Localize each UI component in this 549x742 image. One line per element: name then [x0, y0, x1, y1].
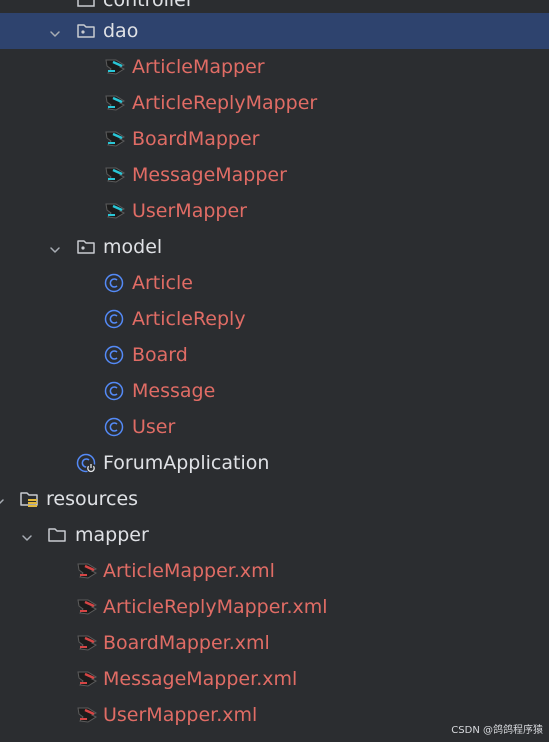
tree-label: mapper [75, 524, 149, 546]
mybatis-xml-icon [76, 561, 98, 581]
tree-row-model[interactable]: model [0, 229, 549, 265]
mybatis-xml-icon [76, 705, 98, 725]
tree-label: UserMapper.xml [103, 704, 258, 726]
mybatis-mapper-icon [104, 129, 126, 149]
folder-icon [47, 525, 67, 545]
tree-label: ArticleMapper [132, 56, 265, 78]
package-folder-icon [76, 237, 96, 257]
tree-label: Article [132, 272, 193, 294]
tree-label: dao [103, 20, 139, 42]
tree-row-Article[interactable]: Article [0, 265, 549, 301]
mybatis-mapper-icon [104, 57, 126, 77]
package-folder-icon [76, 0, 96, 10]
tree-row-ArticleReplyMapper[interactable]: ArticleReplyMapper [0, 85, 549, 121]
tree-label: ArticleReplyMapper [132, 92, 318, 114]
tree-row-controller[interactable]: controller [0, 0, 549, 18]
mybatis-xml-icon [76, 669, 98, 689]
tree-row-UserMapper[interactable]: UserMapper [0, 193, 549, 229]
tree-row-ArticleReply[interactable]: ArticleReply [0, 301, 549, 337]
tree-label: resources [46, 488, 139, 510]
java-class-icon [104, 273, 124, 293]
tree-row-ArticleReplyMapperXml[interactable]: ArticleReplyMapper.xml [0, 589, 549, 625]
mybatis-mapper-icon [104, 165, 126, 185]
chevron-down-icon[interactable] [49, 25, 61, 37]
tree-row-BoardMapper[interactable]: BoardMapper [0, 121, 549, 157]
tree-label: UserMapper [132, 200, 247, 222]
tree-label: MessageMapper [132, 164, 287, 186]
tree-label: ArticleReply [132, 308, 246, 330]
tree-label: MessageMapper.xml [103, 668, 298, 690]
tree-label: controller [103, 0, 194, 11]
spring-boot-class-icon [76, 453, 96, 473]
tree-row-mapper[interactable]: mapper [0, 517, 549, 553]
tree-label: Board [132, 344, 188, 366]
tree-label: ArticleReplyMapper.xml [103, 596, 328, 618]
tree-label: BoardMapper.xml [103, 632, 270, 654]
package-folder-icon [76, 21, 96, 41]
tree-row-Message[interactable]: Message [0, 373, 549, 409]
tree-label: ArticleMapper.xml [103, 560, 275, 582]
java-class-icon [104, 309, 124, 329]
tree-row-ArticleMapperXml[interactable]: ArticleMapper.xml [0, 553, 549, 589]
java-class-icon [104, 345, 124, 365]
chevron-down-icon[interactable] [21, 529, 33, 541]
mybatis-mapper-icon [104, 201, 126, 221]
tree-label: Message [132, 380, 216, 402]
tree-label: ForumApplication [103, 452, 270, 474]
tree-row-UserMapperXml[interactable]: UserMapper.xml [0, 697, 549, 733]
tree-row-User[interactable]: User [0, 409, 549, 445]
mybatis-mapper-icon [104, 93, 126, 113]
tree-row-ArticleMapper[interactable]: ArticleMapper [0, 49, 549, 85]
tree-row-dao[interactable]: dao [0, 13, 549, 49]
chevron-down-icon[interactable] [0, 493, 5, 505]
mybatis-xml-icon [76, 633, 98, 653]
tree-row-MessageMapperXml[interactable]: MessageMapper.xml [0, 661, 549, 697]
resources-folder-icon [19, 489, 39, 509]
watermark: CSDN @鸽鸽程序猿 [451, 725, 543, 736]
tree-label: model [103, 236, 163, 258]
chevron-down-icon[interactable] [49, 241, 61, 253]
tree-row-BoardMapperXml[interactable]: BoardMapper.xml [0, 625, 549, 661]
tree-row-resources[interactable]: resources [0, 481, 549, 517]
java-class-icon [104, 417, 124, 437]
java-class-icon [104, 381, 124, 401]
tree-label: BoardMapper [132, 128, 260, 150]
tree-row-ForumApplication[interactable]: ForumApplication [0, 445, 549, 481]
tree-label: User [132, 416, 176, 438]
mybatis-xml-icon [76, 597, 98, 617]
tree-row-MessageMapper[interactable]: MessageMapper [0, 157, 549, 193]
tree-row-Board[interactable]: Board [0, 337, 549, 373]
